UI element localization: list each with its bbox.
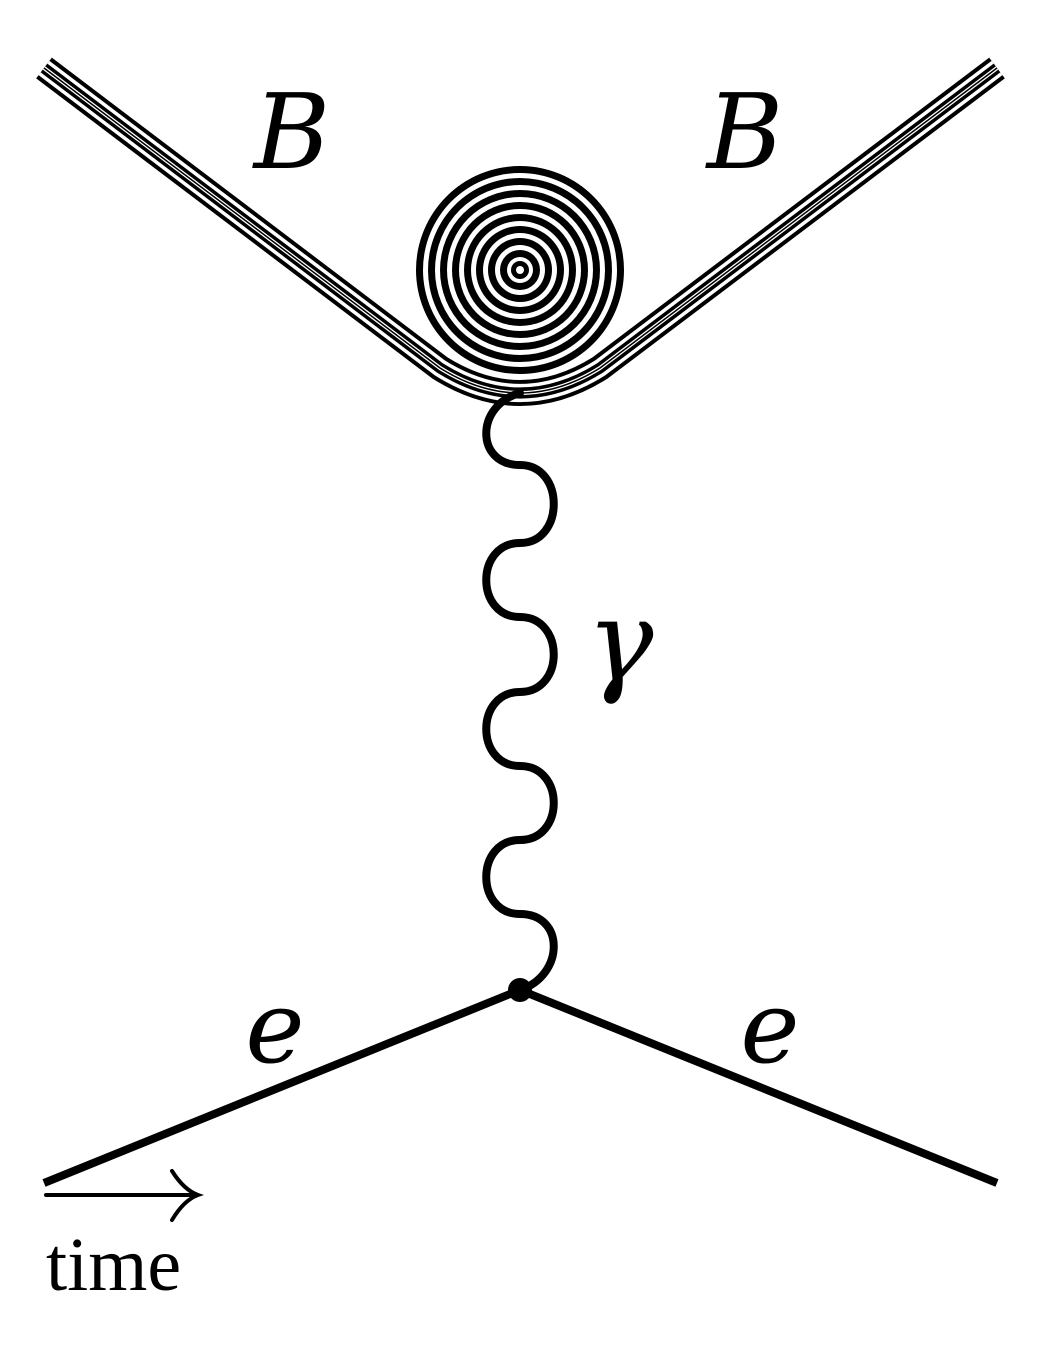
interaction-vertex — [508, 978, 532, 1002]
photon-line — [482, 389, 558, 994]
self-energy-loop — [416, 166, 624, 374]
electron-label-left: e — [245, 969, 304, 1086]
time-label: time — [46, 1223, 181, 1307]
particle-label-b-right: B — [705, 71, 783, 193]
particle-label-b-left: B — [252, 71, 330, 193]
electron-line-in — [42, 986, 522, 1187]
electron-line-out — [518, 986, 999, 1187]
photon-label: γ — [587, 577, 655, 707]
electron-label-right: e — [740, 969, 799, 1086]
time-arrow — [44, 1169, 204, 1222]
